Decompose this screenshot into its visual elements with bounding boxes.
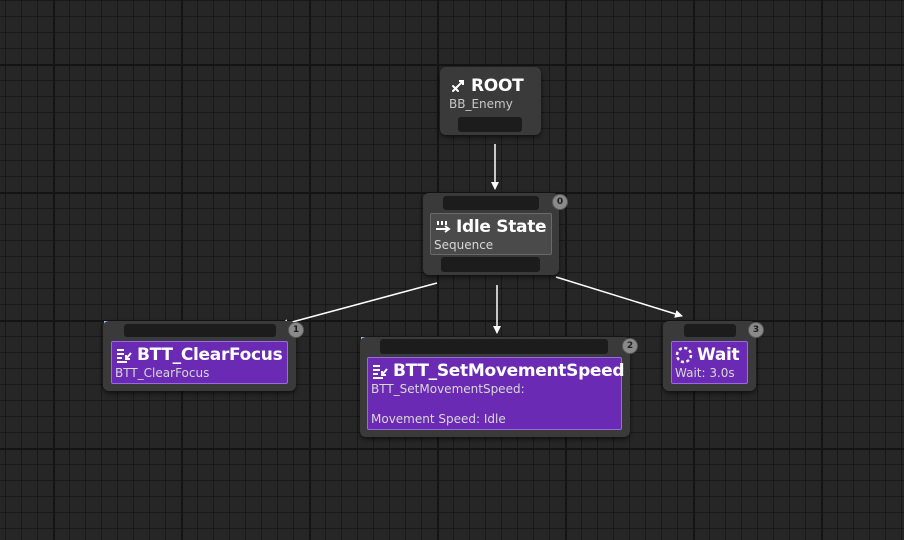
sequence-arrows-icon <box>436 221 451 233</box>
wire-sequence-to-wait <box>555 276 683 318</box>
execution-index-badge: 2 <box>622 338 638 354</box>
task-list-icon <box>117 349 132 363</box>
clearfocus-input-pin[interactable] <box>124 324 276 337</box>
sequence-title-row: Idle State <box>434 216 548 238</box>
setmovementspeed-property: Movement Speed: Idle <box>371 412 506 426</box>
setmovementspeed-desc: BTT_SetMovementSpeed: <box>371 382 525 396</box>
task-node-clearfocus[interactable]: BTT_ClearFocus BTT_ClearFocus 1 <box>103 321 304 391</box>
setmovementspeed-title: BTT_SetMovementSpeed <box>393 361 625 381</box>
clearfocus-title: BTT_ClearFocus <box>137 345 283 365</box>
wait-body: Wait Wait: 3.0s <box>671 341 748 384</box>
wait-dotted-circle-icon <box>675 346 693 364</box>
root-title: ROOT <box>471 76 524 96</box>
execution-index-badge: 3 <box>748 322 764 338</box>
clearfocus-title-row: BTT_ClearFocus <box>115 344 284 366</box>
root-blackboard: BB_Enemy <box>449 97 513 111</box>
branch-icon <box>452 80 464 92</box>
root-output-pin[interactable] <box>458 117 522 132</box>
execution-index-badge: 1 <box>288 322 304 338</box>
sequence-node-body: Idle State Sequence <box>430 213 552 255</box>
execution-index-badge: 0 <box>552 194 568 210</box>
clearfocus-body: BTT_ClearFocus BTT_ClearFocus <box>111 341 288 384</box>
setmovementspeed-body: BTT_SetMovementSpeed BTT_SetMovementSpee… <box>367 357 625 430</box>
task-list-icon <box>373 365 388 379</box>
root-title-row: ROOT <box>449 75 532 97</box>
wait-title-row: Wait <box>675 344 744 366</box>
wire-sequence-to-clearfocus <box>280 282 438 328</box>
setmovementspeed-title-row: BTT_SetMovementSpeed <box>371 360 625 382</box>
wait-input-pin[interactable] <box>684 324 736 337</box>
sequence-node-idle-state[interactable]: Idle State Sequence 0 <box>423 193 568 275</box>
root-node[interactable]: ROOT BB_Enemy <box>440 67 541 135</box>
setmovementspeed-spacer <box>371 397 618 412</box>
clearfocus-desc: BTT_ClearFocus <box>115 366 210 380</box>
sequence-type: Sequence <box>434 238 494 252</box>
setmovementspeed-input-pin[interactable] <box>380 339 608 354</box>
sequence-output-pin[interactable] <box>441 257 540 272</box>
root-node-body: ROOT BB_Enemy <box>446 73 535 117</box>
wait-title: Wait <box>697 345 740 365</box>
sequence-title: Idle State <box>456 217 547 237</box>
wait-desc: Wait: 3.0s <box>675 366 735 380</box>
sequence-input-pin[interactable] <box>443 196 539 210</box>
task-node-setmovementspeed[interactable]: BTT_SetMovementSpeed BTT_SetMovementSpee… <box>360 337 638 437</box>
task-node-wait[interactable]: Wait Wait: 3.0s 3 <box>663 321 764 391</box>
